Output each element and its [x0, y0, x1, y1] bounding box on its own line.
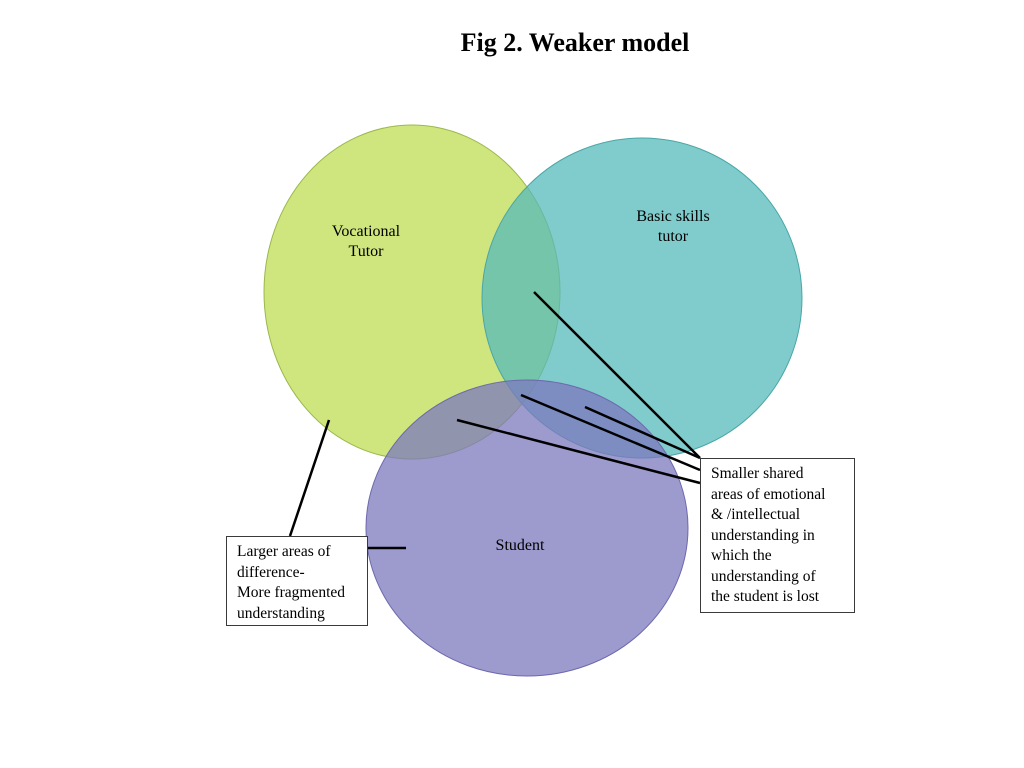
callout-line: Larger areas of	[237, 543, 331, 560]
callout-line: More fragmented	[237, 584, 346, 601]
label-student: Student	[470, 536, 570, 556]
callout-larger-areas-of-difference: Larger areas of difference- More fragmen…	[226, 536, 368, 626]
label-line: Tutor	[348, 243, 384, 260]
callout-line: difference-	[237, 563, 305, 581]
connector-right-callout-4	[456, 418, 701, 485]
label-line: tutor	[657, 228, 689, 245]
callout-line: understanding in	[711, 526, 815, 544]
callout-line: understanding of	[711, 567, 816, 585]
label-vocational-tutor: Vocational Tutor	[316, 222, 416, 262]
connector-right-callout-2	[584, 405, 701, 460]
callout-line: the student is lost	[711, 588, 820, 605]
label-line: Student	[495, 537, 545, 554]
callout-smaller-shared-areas: Smaller shared areas of emotional & /int…	[700, 458, 855, 613]
connector-right-callout-1	[533, 291, 701, 459]
label-line: Vocational	[331, 223, 401, 240]
callout-line: & /intellectual	[711, 506, 801, 523]
label-basic-skills-tutor: Basic skills tutor	[618, 207, 728, 247]
callout-line: which the	[711, 547, 772, 564]
callout-line: areas of emotional	[711, 485, 826, 503]
circle-student	[365, 379, 689, 677]
figure-title: Fig 2. Weaker model	[460, 28, 690, 57]
label-line: Basic skills	[636, 208, 710, 225]
callout-line: Smaller shared	[711, 465, 804, 482]
connector-right-callout-3	[520, 393, 701, 472]
connector-left-callout-to-vocational	[288, 419, 331, 537]
callout-line: understanding	[237, 604, 325, 622]
